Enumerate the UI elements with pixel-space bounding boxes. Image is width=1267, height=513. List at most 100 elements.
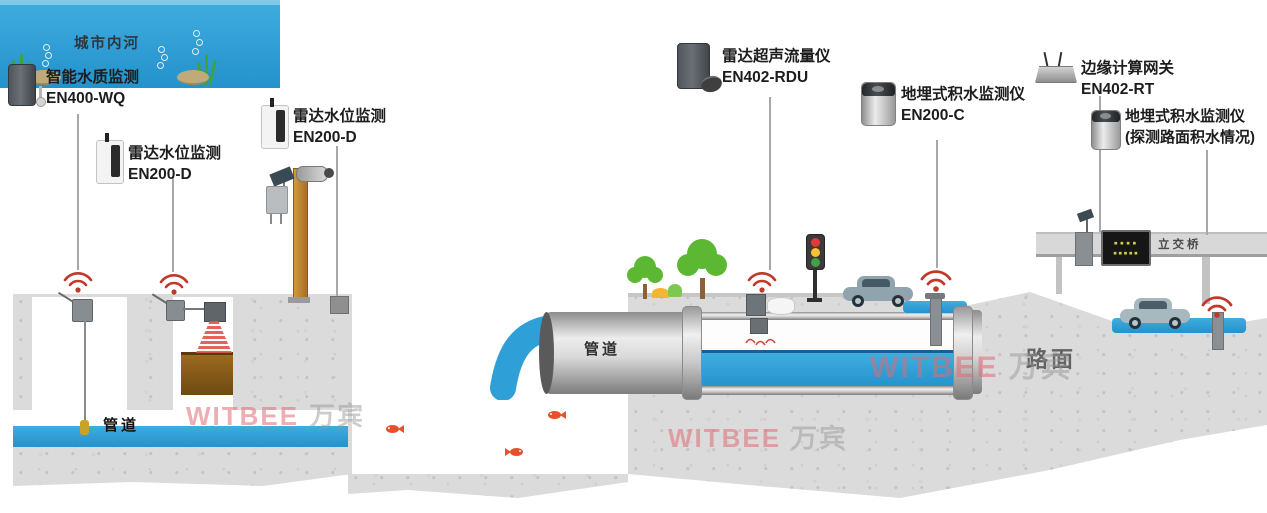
river-rock [177,70,209,85]
road-surface-label: 路面 [1026,347,1077,372]
in-pipe-flow-sensor [750,318,768,334]
device-title: 地埋式积水监测仪 [901,86,1026,103]
bridge-sensor-mast [1086,214,1088,232]
main-pipe-left-segment [545,312,695,394]
buried-water-sensor-icon [1091,110,1121,150]
wifi-signal-icon [920,270,952,292]
underground-pipe-water [13,426,348,447]
device-label-card: 地埋式积水监测仪 (探测路面积水情况) [1125,106,1255,148]
overpass-label: 立交桥 [1158,239,1202,251]
leader-line [336,146,338,296]
cabinet-leg [280,213,282,224]
flow-sensor-beams [745,338,776,346]
pipe-flange [682,306,702,400]
watermark-company: 万宾 [309,401,366,431]
leader-line [936,140,938,268]
street-edge [628,293,908,297]
watermark-company: 万宾 [791,423,848,453]
fish [510,448,523,456]
watermark: WITBEE 万宾 [668,418,847,455]
car [843,276,913,308]
watermark-brand: WITBEE [186,401,300,431]
leader-line [172,176,174,272]
device-title: 雷达超声流量仪 [722,48,831,65]
device-model: EN402-RDU [722,69,809,86]
device-label-card: 智能水质监测 EN400-WQ [46,67,139,109]
wifi-signal-icon [63,272,93,293]
device-title: 边缘计算网关 [1081,60,1175,77]
river-label: 城市内河 [74,36,140,52]
solar-panel-icon [269,166,295,187]
traffic-light-red [810,238,820,247]
device-label-card: 边缘计算网关 EN402-RT [1081,58,1174,100]
traffic-light-housing [806,234,825,270]
led-text-line: ▪▪▪▪▪ [1112,249,1140,257]
main-pipe-cutaway-air [697,320,957,350]
traffic-light-green [810,258,820,267]
level-telemetry-unit [166,300,185,321]
wifi-signal-icon [159,274,189,295]
radar-level-head [204,302,226,322]
main-pipe-top-rail [695,312,960,320]
watermark: WITBEE 万宾 [186,396,365,433]
buried-sensor-cap [925,293,945,299]
cabinet-leg [270,213,272,224]
wifi-signal-icon [1201,296,1233,318]
flowmeter-site-box [746,294,766,316]
water-quality-sensor-unit [72,299,93,322]
bridge-solar-panel-icon [1076,208,1095,223]
device-model: (探测路面积水情况) [1125,129,1255,146]
pole-radar-nose [324,168,334,178]
overpass-column [1202,250,1210,304]
main-pipe-bottom-rail [695,386,960,395]
device-label-card: 雷达水位监测 EN200-D [128,143,221,185]
overpass-beam [1036,232,1267,257]
buried-sensor-post [930,296,942,346]
leader-line [1206,150,1208,235]
wifi-signal-icon [747,272,777,293]
traffic-light-yellow [810,248,820,257]
device-model: EN402-RT [1081,81,1155,98]
led-display: ▪▪▪▪ ▪▪▪▪▪ [1101,230,1151,266]
traffic-light-pole [813,268,817,299]
watermark-brand: WITBEE [668,423,782,453]
device-label-card: 雷达水位监测 EN200-D [293,106,386,148]
water-quality-probe-icon [35,86,46,107]
manhole-riser [767,297,795,315]
fish [386,425,399,433]
pole-cabinet [266,186,288,214]
car-window [862,279,890,289]
storage-tank [181,352,233,395]
pipe-flange [953,306,973,400]
device-label-card: 雷达超声流量仪 EN402-RDU [722,46,831,88]
water-quality-sensor-icon [8,64,36,106]
buried-water-sensor-icon [861,82,896,126]
traffic-light-base [807,298,822,302]
fish [548,411,561,419]
sensor-cable [84,321,86,422]
led-text-line: ▪▪▪▪ [1113,239,1139,247]
tree [627,256,663,299]
radar-level-sensor-icon [261,98,289,149]
ground-below-river [348,474,628,498]
river: 城市内河 [0,0,1267,88]
radar-level-sensor-icon [96,133,124,184]
bridge-sensor-box [1075,232,1093,266]
pole-base [288,297,310,303]
device-title: 雷达水位监测 [293,108,387,125]
bush [668,284,682,297]
device-model: EN200-D [128,166,192,183]
river-surface-highlight [0,0,1267,5]
device-model: EN200-D [293,129,357,146]
overpass-column [1056,250,1062,294]
monitoring-pole [293,168,308,303]
water-quality-probe [80,420,89,435]
sand-mound [652,288,669,298]
riverbank-junction-box [330,296,349,314]
device-model: EN200-C [901,107,965,124]
car [1120,298,1190,330]
edge-gateway-icon [1035,51,1077,84]
device-title: 智能水质监测 [46,69,140,86]
main-pipe-cutaway-water [697,350,957,389]
